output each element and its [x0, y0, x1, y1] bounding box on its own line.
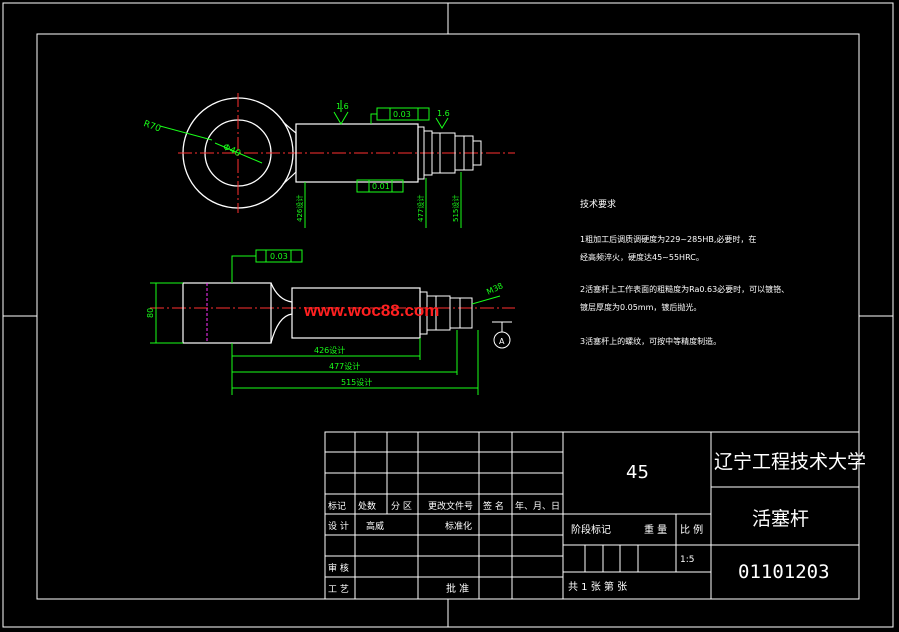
radius-leader: [159, 125, 213, 141]
hdr-count: 处数: [358, 500, 376, 512]
tech-title: 技术要求: [580, 198, 616, 210]
watermark: www.woc88.com: [303, 301, 439, 320]
tolerance-value-1: 0.03: [393, 110, 411, 119]
roughness-symbol-2: [435, 117, 449, 129]
tech-line5: 3活塞杆上的螺纹，可按中等精度制造。: [580, 336, 721, 346]
bore-label: Φ40: [221, 142, 242, 159]
tech-line3: 2活塞杆上工作表面的粗糙度为Ra0.63必要时，可以镀铬、: [580, 284, 789, 294]
part-name: 活塞杆: [752, 508, 809, 530]
hdr-date: 年、月、日: [515, 500, 560, 512]
hdr-change: 更改文件号: [428, 500, 473, 512]
tech-requirements: 技术要求 1粗加工后调质调硬度为229~285HB,必要时，在 经高频淬火，硬度…: [580, 198, 789, 346]
university-name: 辽宁工程技术大学: [714, 451, 866, 473]
row-stage: 阶段标记: [571, 523, 611, 536]
tech-line2: 经高频淬火，硬度达45~55HRC。: [580, 252, 704, 262]
drawing-number: 01101203: [738, 561, 830, 583]
title-block: [324, 431, 860, 600]
title-block-text: 45 辽宁工程技术大学 活塞杆 01101203 1:5 标记 处数 分 区 更…: [328, 451, 866, 595]
thread-label: M38: [485, 281, 504, 296]
tech-line4: 镀层厚度为0.05mm，镀后抛光。: [580, 302, 701, 312]
bore-leader: [214, 142, 263, 164]
tolerance-value-2: 0.01: [372, 182, 390, 191]
sheet-text: 共 1 张 第 张: [568, 580, 627, 593]
row-review: 审 核: [328, 562, 349, 574]
eye-block-front: [182, 282, 272, 344]
row-standard: 标准化: [445, 520, 472, 532]
dim-vert-a: 426设计: [295, 195, 304, 222]
material: 45: [626, 462, 649, 483]
height-dim-label: 80: [146, 308, 155, 318]
row-weight: 重 量: [644, 523, 667, 536]
dim-vert-c: 515设计: [451, 195, 460, 222]
datum-symbol: [493, 331, 511, 349]
row-process: 工 艺: [328, 584, 349, 595]
dim-label-3: 515设计: [341, 377, 372, 387]
svg-text:A: A: [499, 337, 505, 346]
top-view: R70 Φ40 1.6 1.6 0.03 0.01 426设计 477设计 51…: [142, 93, 515, 228]
hdr-mark: 标记: [328, 500, 346, 512]
radius-label: R70: [142, 119, 162, 135]
tolerance-value-3: 0.03: [270, 252, 288, 261]
roughness-label-1: 1.6: [336, 102, 349, 111]
roughness-symbol-1: [333, 111, 349, 125]
tolerance-frame-2: [356, 179, 404, 193]
roughness-label-2: 1.6: [437, 109, 450, 118]
tech-line1: 1粗加工后调质调硬度为229~285HB,必要时，在: [580, 234, 756, 244]
hdr-zone: 分 区: [391, 501, 412, 512]
row-approve: 批 准: [446, 582, 469, 595]
dim-vert-b: 477设计: [416, 195, 425, 222]
rod-thread-end: [472, 140, 482, 166]
row-design-name: 高威: [366, 520, 384, 532]
neck-front: [270, 282, 293, 344]
dim-label-2: 477设计: [329, 361, 360, 371]
front-view: 80 0.03 426设计 477设计 515设计 M38 A: [146, 249, 515, 395]
row-design: 设 计: [328, 520, 349, 532]
hdr-sign: 签 名: [483, 500, 504, 512]
row-ratio: 比 例: [680, 523, 703, 536]
dim-label-1: 426设计: [314, 345, 345, 355]
scale: 1:5: [680, 555, 694, 565]
